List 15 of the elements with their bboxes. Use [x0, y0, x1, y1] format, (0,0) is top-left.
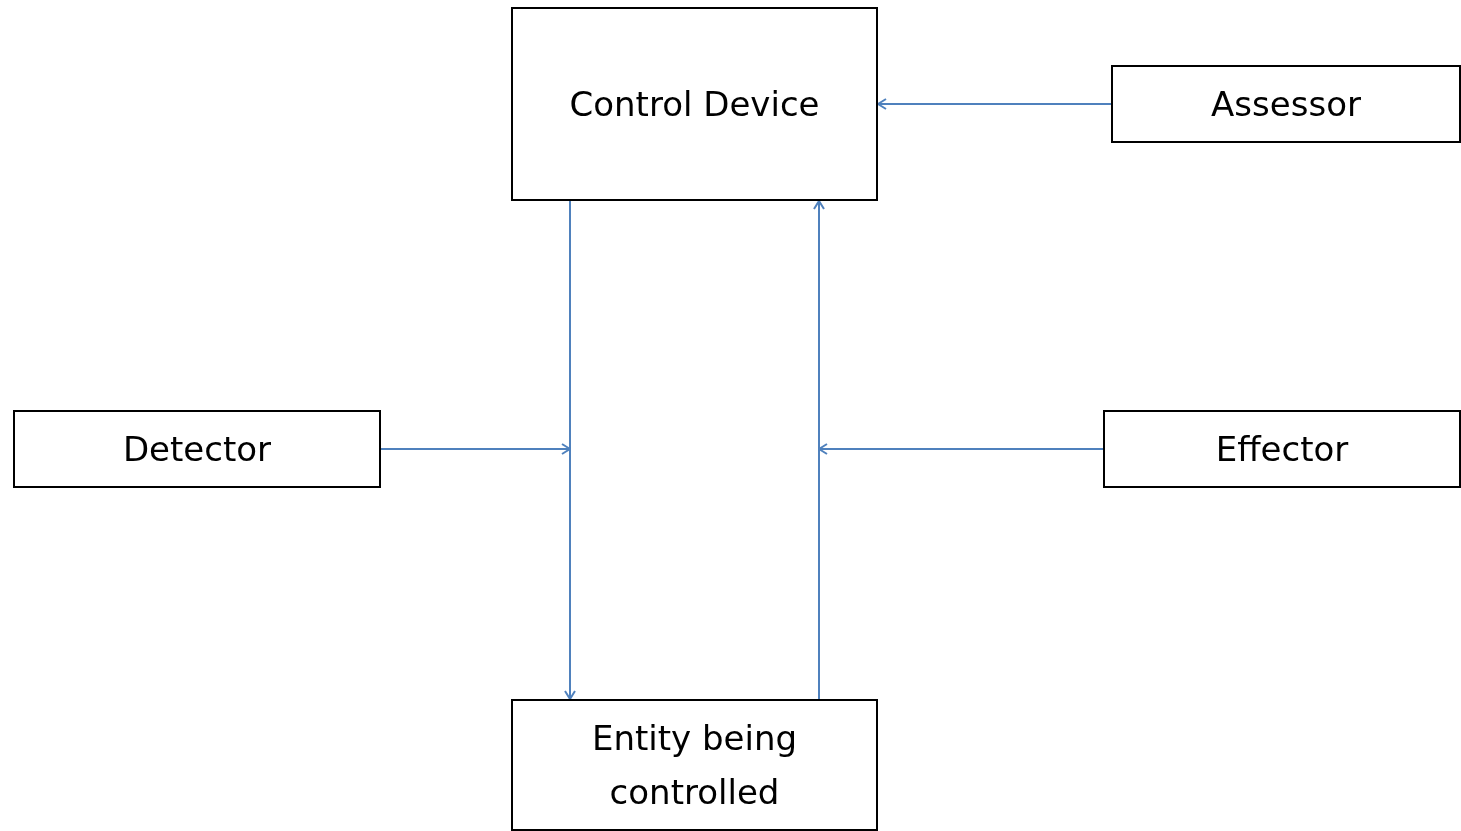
node-label: Control Device — [568, 82, 821, 126]
process-box — [1103, 410, 1461, 488]
process-box — [13, 410, 381, 488]
node-label: Effector — [1214, 427, 1350, 471]
process-box — [511, 699, 878, 831]
arrow — [877, 98, 1112, 110]
node-label: Assessor — [1210, 82, 1362, 126]
arrow — [564, 200, 576, 700]
node-label: Entity being controlled — [590, 716, 799, 814]
process-box — [1111, 65, 1461, 143]
arrow — [818, 443, 1104, 455]
node-label: Detector — [121, 427, 273, 471]
process-box — [511, 7, 878, 201]
arrow — [380, 443, 571, 455]
arrow — [813, 200, 825, 700]
